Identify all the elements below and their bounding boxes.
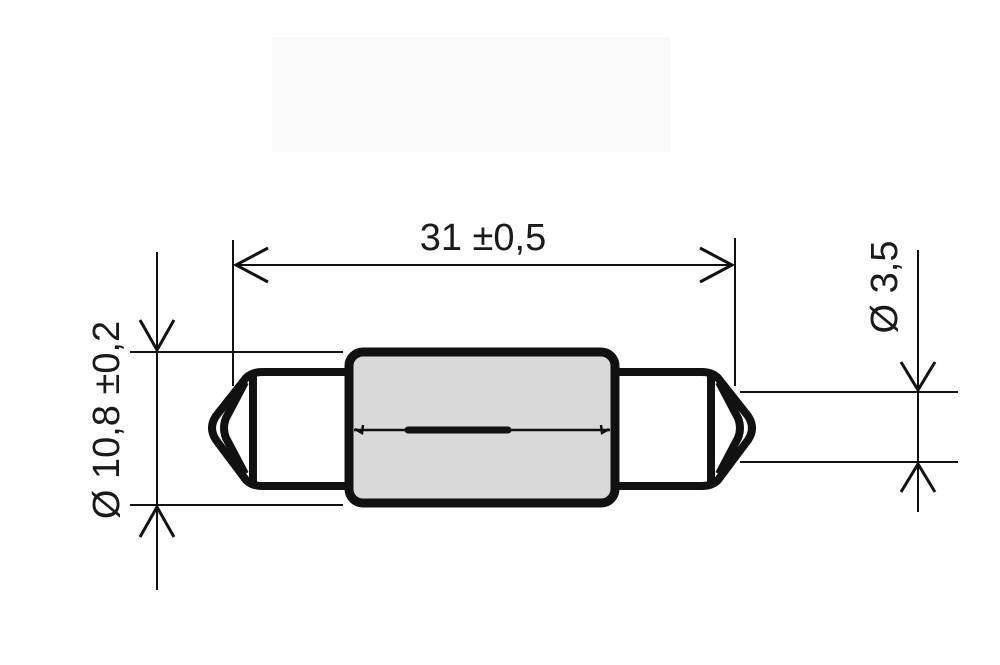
right-cap xyxy=(619,368,756,490)
length-label: 31 ±0,5 xyxy=(420,217,547,259)
length-dimension xyxy=(232,238,736,386)
blank-label-area xyxy=(272,37,670,152)
diameter-label: Ø 10,8 ±0,2 xyxy=(86,321,128,519)
cap-diameter-dimension xyxy=(740,250,958,512)
left-cap xyxy=(208,368,345,490)
filament xyxy=(354,424,610,436)
diameter-dimension xyxy=(130,252,343,590)
cap-diameter-label: Ø 3,5 xyxy=(864,241,906,334)
